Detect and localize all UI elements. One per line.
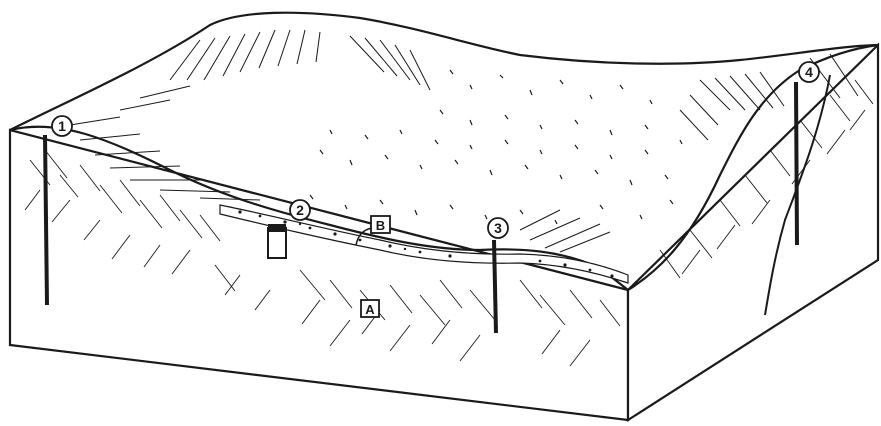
well-1-label: 1	[58, 118, 66, 134]
block-outline	[10, 13, 878, 420]
well-2-label: 2	[296, 202, 304, 218]
back-ridge	[10, 13, 878, 130]
plain-stipple	[310, 70, 682, 224]
front-face	[10, 130, 628, 420]
zone-b-label: B	[376, 218, 385, 233]
well-3-label: 3	[494, 220, 502, 236]
zone-a-label: A	[365, 302, 375, 317]
right-face	[628, 45, 878, 420]
zone-a-box: A	[361, 300, 379, 317]
well-4-label: 4	[805, 64, 813, 80]
well-2-pit	[268, 228, 286, 258]
